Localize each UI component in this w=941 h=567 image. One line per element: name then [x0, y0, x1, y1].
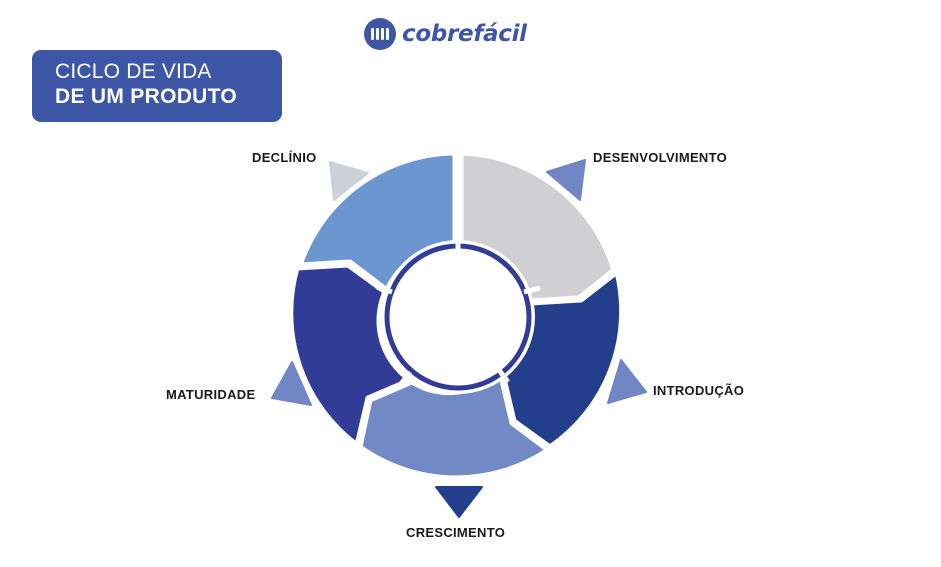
title-line-2: DE UM PRODUTO: [55, 85, 238, 108]
segment-maturidade: [288, 262, 413, 448]
label-maturidade: MATURIDADE: [166, 387, 256, 402]
cobrefacil-logo-icon: [364, 18, 396, 50]
arrow-declinio-icon: [329, 161, 369, 201]
ring-gap: [376, 284, 393, 295]
brand-logo: cobrefácil: [364, 18, 527, 50]
brand-name: cobrefácil: [402, 21, 527, 47]
arrow-introducao-icon: [607, 359, 647, 404]
ring-gap: [399, 370, 412, 386]
label-introducao: INTRODUÇÃO: [653, 383, 745, 398]
title-line-1: CICLO DE VIDA: [55, 60, 212, 83]
arrow-crescimento-icon: [435, 486, 483, 518]
label-declinio: DECLÍNIO: [252, 150, 317, 165]
center-ring-line: [384, 243, 532, 391]
label-crescimento: CRESCIMENTO: [406, 525, 506, 540]
ring-gap: [497, 368, 510, 384]
label-desenvolvimento: DESENVOLVIMENTO: [593, 150, 728, 165]
arrow-desenvolvimento-icon: [546, 159, 586, 201]
title-banner: CICLO DE VIDA DE UM PRODUTO: [32, 50, 282, 122]
arrow-maturidade-icon: [271, 361, 312, 406]
ring-gap: [523, 285, 541, 295]
